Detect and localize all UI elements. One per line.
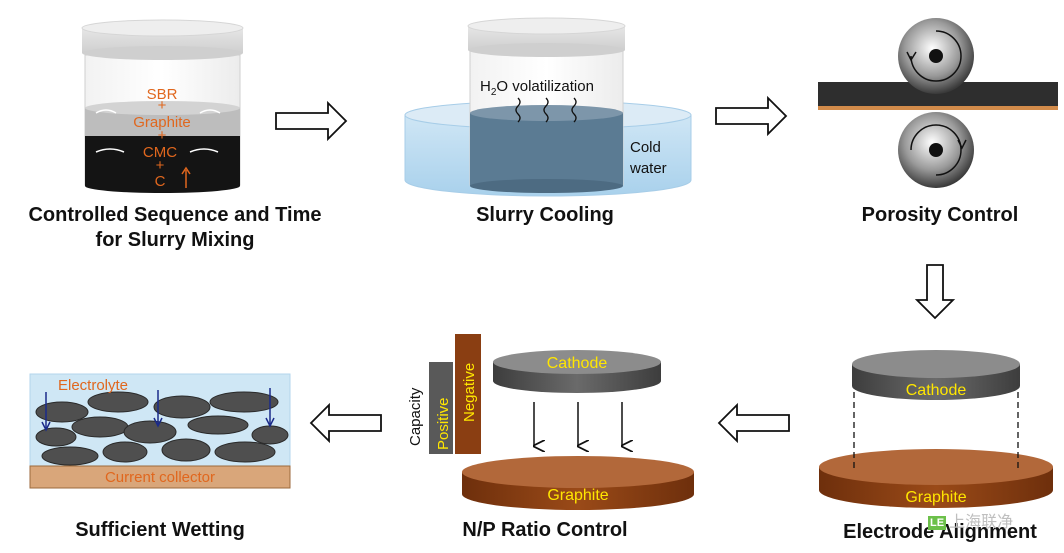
caption-np-ratio-control: N/P Ratio Control	[462, 519, 628, 541]
label-plus: +	[158, 127, 167, 144]
roller-axle	[929, 49, 943, 63]
mixing-jar-illustration: SBR + Graphite + CMC + C	[81, 19, 244, 193]
roller-axle	[929, 143, 943, 157]
negative-bar-label: Negative	[461, 363, 478, 422]
negative-capacity-bar	[455, 334, 481, 454]
caption-porosity-control: Porosity Control	[861, 204, 1019, 226]
slurry-surface	[470, 105, 623, 121]
caption-sufficient-wetting: Sufficient Wetting	[75, 519, 245, 541]
vapor-icon	[571, 97, 577, 123]
cathode-label: Cathode	[906, 382, 967, 399]
vapor-icon	[515, 97, 521, 123]
particle	[35, 427, 77, 447]
calender-rollers-illustration	[818, 18, 1058, 188]
caption-slurry-mixing: Controlled Sequence and Time for Slurry …	[0, 203, 350, 253]
rotation-arrowhead-icon	[957, 139, 967, 150]
cathode-disc-top	[852, 350, 1020, 378]
positive-capacity-bar	[429, 362, 453, 454]
jar-lid-bottom	[468, 43, 625, 57]
slurry-in-bath	[470, 113, 623, 186]
graphite-disc-top	[462, 456, 694, 488]
electrolyte-arrowhead-icon	[265, 417, 275, 428]
particle	[187, 415, 249, 435]
sheet-edge	[818, 106, 1058, 110]
flow-arrow-right-icon	[275, 100, 348, 142]
flow-arrow-left-icon	[309, 402, 382, 444]
particle	[214, 441, 276, 463]
label-sbr: SBR	[147, 86, 178, 103]
wetting-illustration: Electrolyte Current collector	[29, 373, 291, 489]
flow-arrow-down-icon	[914, 264, 956, 320]
jar-bottom	[470, 179, 623, 193]
cathode-disc-top	[493, 350, 661, 374]
graphite-label: Graphite	[905, 489, 966, 506]
vapor-icon	[543, 97, 549, 123]
cooling-illustration: H2O volatilization Cold water	[404, 17, 692, 197]
particle	[102, 441, 148, 463]
collector-label: Current collector	[105, 469, 215, 486]
watermark-logo-icon: LE	[928, 515, 947, 530]
current-collector	[29, 465, 291, 489]
label-cmc: CMC	[143, 144, 177, 161]
particle	[87, 391, 149, 413]
water-label-line2: water	[629, 160, 667, 177]
alignment-illustration: Cathode Graphite	[819, 350, 1053, 508]
swirl-arrow-icon	[95, 148, 125, 153]
jar-bottom	[85, 179, 240, 193]
jar-lid-bottom	[82, 46, 243, 60]
label-plus: +	[156, 157, 165, 174]
electrolyte-arrowhead-icon	[153, 417, 163, 428]
rotation-arrow-icon	[910, 124, 962, 176]
rotation-arrowhead-icon	[906, 51, 917, 62]
caption-line: Controlled Sequence and Time	[28, 204, 322, 226]
swirl-arrow-icon	[189, 148, 219, 153]
particle	[71, 416, 129, 438]
particle	[161, 438, 211, 462]
particle	[153, 395, 211, 419]
up-arrow-head-icon	[181, 166, 191, 175]
graphite-disc-top	[819, 449, 1053, 485]
slurry-layer	[85, 136, 240, 186]
cathode-label: Cathode	[547, 355, 608, 372]
label-c: C	[155, 173, 166, 190]
capacity-axis-label: Capacity	[407, 387, 424, 446]
particle	[251, 425, 289, 445]
particle	[123, 420, 177, 444]
particle	[41, 446, 99, 466]
electrolyte-label: Electrolyte	[58, 377, 128, 394]
caption-electrode-alignment: Electrode Alignment	[843, 521, 1037, 543]
rotation-arrow-icon	[910, 30, 962, 82]
vapor-label: H2O volatilization	[480, 78, 594, 98]
positive-bar-label: Positive	[435, 397, 452, 450]
graphite-label: Graphite	[547, 487, 608, 504]
swirl-arrow-icon	[95, 109, 117, 114]
label-plus: +	[158, 97, 167, 114]
electrolyte-arrowhead-icon	[41, 421, 51, 432]
label-graphite: Graphite	[133, 114, 191, 131]
flow-arrow-left-icon	[717, 402, 790, 444]
watermark-text: 上海联净	[949, 514, 1014, 531]
jar-lid-top	[467, 17, 626, 35]
flow-arrow-right-icon	[715, 95, 788, 137]
caption-slurry-cooling: Slurry Cooling	[476, 204, 614, 226]
jar-lid-top	[81, 19, 244, 37]
particle	[35, 401, 89, 423]
particle	[209, 391, 279, 413]
caption-line: for Slurry Mixing	[95, 229, 255, 251]
water-label-line1: Cold	[630, 139, 661, 156]
swirl-arrow-icon	[199, 109, 221, 114]
np-ratio-illustration: Positive Negative Capacity Cathode Graph…	[407, 334, 694, 510]
